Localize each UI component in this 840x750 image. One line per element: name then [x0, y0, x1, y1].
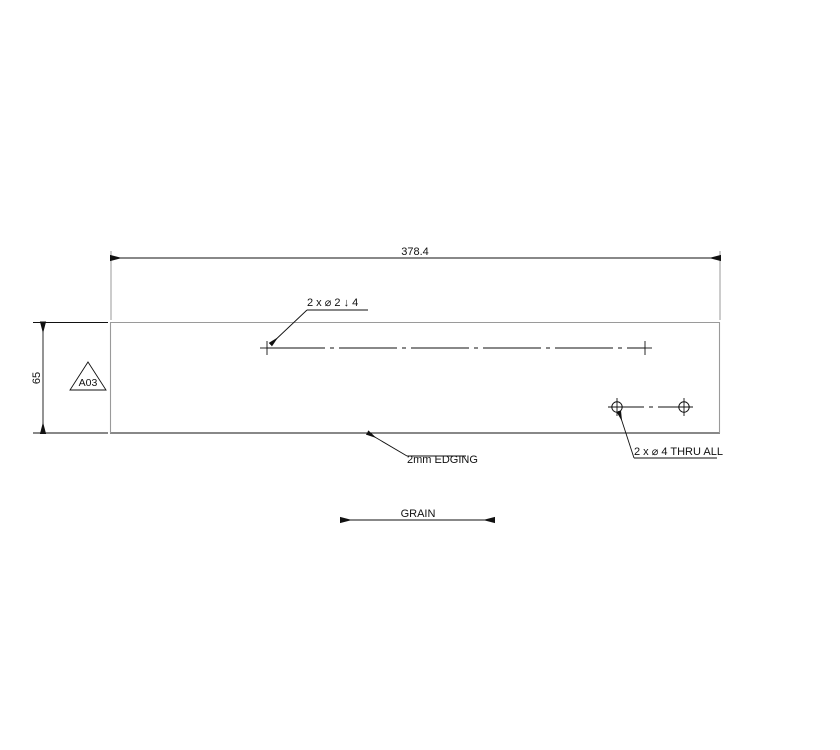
dowel-hole-note-text: 2 x ⌀ 2 ↓ 4: [307, 297, 358, 309]
grain-direction-group: GRAIN: [340, 508, 495, 524]
overall-length-dimension: 378.4: [110, 246, 721, 320]
thru-note-leader-line: [616, 410, 635, 459]
part-identifier-balloon: A03: [69, 361, 107, 391]
thru-hole-note-group: 2 x ⌀ 4 THRU ALL: [616, 410, 723, 459]
balloon-label: A03: [79, 377, 98, 389]
width-dimension-value: 65: [31, 372, 43, 384]
edging-note-leader-line: [365, 430, 408, 457]
dowel-note-leader-line: [268, 309, 308, 347]
dowel-hole-note-group: 2 x ⌀ 2 ↓ 4: [268, 297, 368, 347]
panel-outline: [109, 321, 721, 434]
dowel-centerline-group: [260, 341, 652, 355]
balloon-triangle-shape: [69, 361, 107, 391]
thru-hole-note-text: 2 x ⌀ 4 THRU ALL: [634, 446, 723, 458]
grain-note-text: GRAIN: [401, 508, 436, 520]
edging-note-group: 2mm EDGING: [365, 430, 478, 466]
edging-note-text: 2mm EDGING: [407, 454, 478, 466]
overall-width-dimension: 65: [31, 321, 108, 434]
thru-hole-pair-group: [608, 398, 693, 416]
length-dimension-value: 378.4: [401, 246, 429, 258]
